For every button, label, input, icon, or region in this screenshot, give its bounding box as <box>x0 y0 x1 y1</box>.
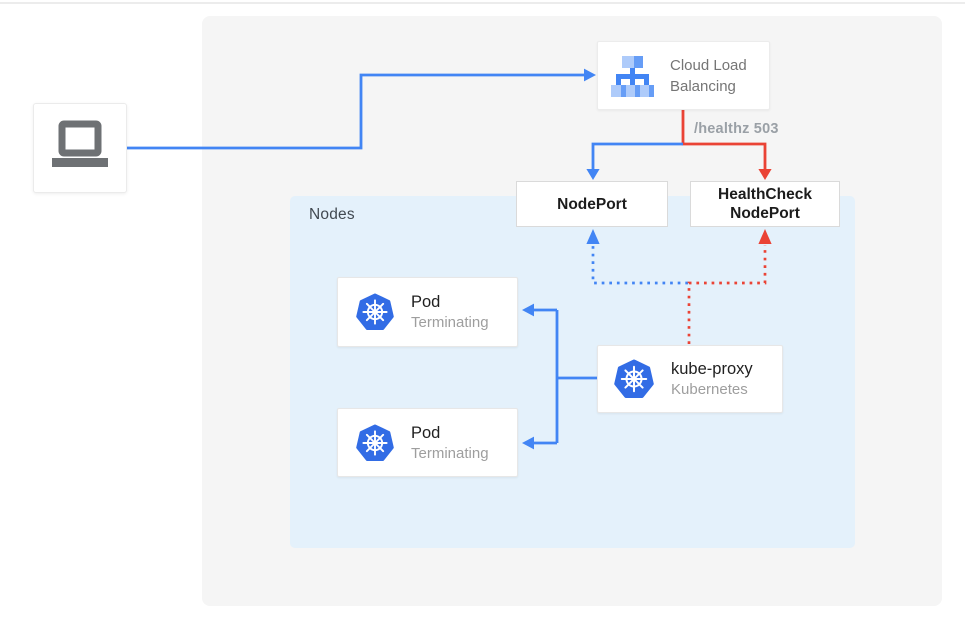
cloud-load-balancing-label: Cloud Load Balancing <box>670 56 747 95</box>
healthcheck-nodeport-label: HealthCheck NodePort <box>718 186 812 222</box>
kubernetes-icon <box>614 359 654 398</box>
page-top-divider <box>0 2 965 4</box>
pod-node: Pod Terminating <box>337 408 518 477</box>
laptop-icon <box>52 120 108 167</box>
kube-proxy-subtitle: Kubernetes <box>671 381 748 398</box>
nodeport-node: NodePort <box>516 181 668 227</box>
healthz-status-label: /healthz 503 <box>694 121 779 137</box>
kubernetes-icon <box>356 423 394 461</box>
pod-title: Pod <box>411 293 441 311</box>
kube-proxy-node: kube-proxy Kubernetes <box>597 345 783 413</box>
client-node <box>33 103 127 193</box>
pod-status: Terminating <box>411 444 489 462</box>
nodeport-label: NodePort <box>557 195 627 213</box>
pod-title: Pod <box>411 423 441 442</box>
cloud-load-balancing-node: Cloud Load Balancing <box>597 41 770 110</box>
kubernetes-icon <box>356 293 394 330</box>
nodes-group-label: Nodes <box>309 206 355 223</box>
pod-status: Terminating <box>411 314 489 331</box>
load-balancer-icon <box>611 55 654 97</box>
healthcheck-nodeport-node: HealthCheck NodePort <box>690 181 840 227</box>
pod-node: Pod Terminating <box>337 277 518 347</box>
kube-proxy-title: kube-proxy <box>671 360 753 378</box>
